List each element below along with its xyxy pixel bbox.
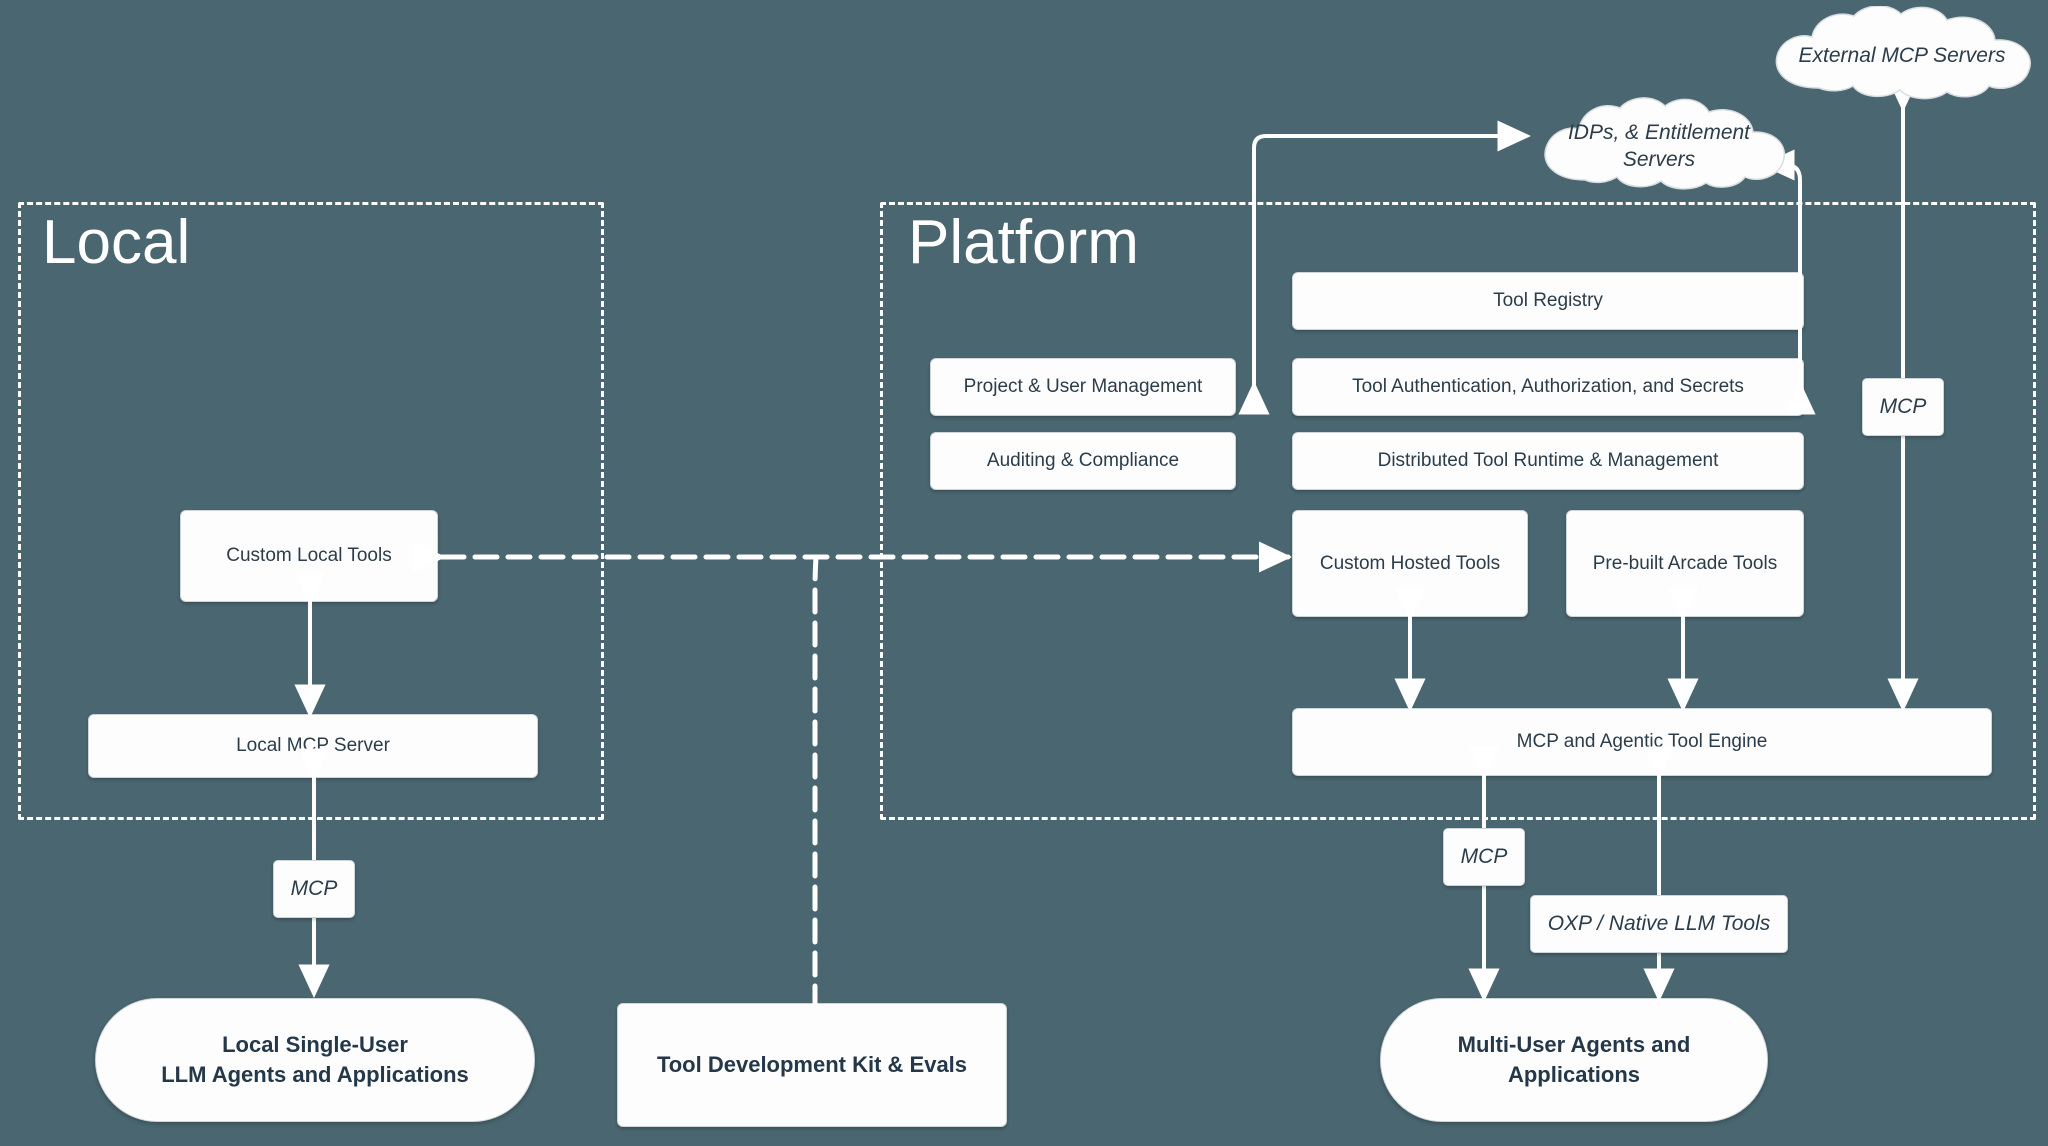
box-tool-registry-label: Tool Registry xyxy=(1493,290,1603,311)
box-local-mcp-server-label: Local MCP Server xyxy=(236,735,390,756)
box-tool-authentication-label: Tool Authentication, Authorization, and … xyxy=(1352,376,1744,397)
box-distributed-tool-runtime[interactable]: Distributed Tool Runtime & Management xyxy=(1292,432,1804,490)
box-tool-registry[interactable]: Tool Registry xyxy=(1292,272,1804,330)
box-distributed-tool-runtime-label: Distributed Tool Runtime & Management xyxy=(1377,450,1719,471)
zone-platform-title: Platform xyxy=(908,208,1139,277)
tag-mcp-local-bottom-label: MCP xyxy=(290,877,338,900)
box-mcp-agentic-tool-engine[interactable]: MCP and Agentic Tool Engine xyxy=(1292,708,1992,776)
tag-oxp-native-llm-tools-label: OXP / Native LLM Tools xyxy=(1547,912,1771,935)
tag-oxp-native-llm-tools: OXP / Native LLM Tools xyxy=(1530,895,1788,953)
terminal-local-agents-line1: Local Single-User xyxy=(222,1032,408,1058)
terminal-local-agents-text: Local Single-User LLM Agents and Applica… xyxy=(161,1030,469,1089)
tag-mcp-right: MCP xyxy=(1862,378,1944,436)
tag-mcp-right-label: MCP xyxy=(1879,395,1927,418)
box-local-mcp-server[interactable]: Local MCP Server xyxy=(88,714,538,778)
terminal-local-agents[interactable]: Local Single-User LLM Agents and Applica… xyxy=(95,998,535,1122)
box-custom-hosted-tools-label: Custom Hosted Tools xyxy=(1319,552,1501,574)
terminal-multi-user-agents[interactable]: Multi-User Agents and Applications xyxy=(1380,998,1768,1122)
box-custom-hosted-tools[interactable]: Custom Hosted Tools xyxy=(1292,510,1528,617)
box-project-user-management-label: Project & User Management xyxy=(963,376,1203,397)
cloud-idps-entitlement-servers-label: IDPs, & Entitlement Servers xyxy=(1567,120,1751,171)
box-prebuilt-arcade-tools[interactable]: Pre-built Arcade Tools xyxy=(1566,510,1804,617)
tag-mcp-local-bottom: MCP xyxy=(273,860,355,918)
terminal-multi-user-agents-text: Multi-User Agents and Applications xyxy=(1458,1030,1691,1089)
box-tool-authentication[interactable]: Tool Authentication, Authorization, and … xyxy=(1292,358,1804,416)
cloud-external-mcp-servers-label: External MCP Servers xyxy=(1798,44,2006,68)
cloud-idps-entitlement-servers: IDPs, & Entitlement Servers xyxy=(1529,96,1789,196)
box-auditing-compliance-label: Auditing & Compliance xyxy=(986,450,1180,471)
box-custom-local-tools[interactable]: Custom Local Tools xyxy=(180,510,438,602)
terminal-multi-user-agents-line1: Multi-User Agents and xyxy=(1457,1032,1691,1058)
zone-local-title: Local xyxy=(42,208,191,277)
terminal-tool-development-kit-label: Tool Development Kit & Evals xyxy=(656,1052,968,1077)
box-mcp-agentic-tool-engine-label: MCP and Agentic Tool Engine xyxy=(1516,731,1768,752)
box-project-user-management[interactable]: Project & User Management xyxy=(930,358,1236,416)
terminal-tool-development-kit[interactable]: Tool Development Kit & Evals xyxy=(617,1003,1007,1127)
cloud-external-mcp-servers: External MCP Servers xyxy=(1757,5,2047,106)
tag-mcp-platform-bottom-label: MCP xyxy=(1460,845,1508,868)
box-auditing-compliance[interactable]: Auditing & Compliance xyxy=(930,432,1236,490)
cloud-shape xyxy=(1544,97,1786,190)
box-custom-local-tools-label: Custom Local Tools xyxy=(226,545,392,566)
tag-mcp-platform-bottom: MCP xyxy=(1443,828,1525,886)
box-prebuilt-arcade-tools-label: Pre-built Arcade Tools xyxy=(1592,552,1778,574)
terminal-multi-user-agents-line2: Applications xyxy=(1507,1062,1640,1087)
terminal-local-agents-line2: LLM Agents and Applications xyxy=(161,1062,469,1087)
